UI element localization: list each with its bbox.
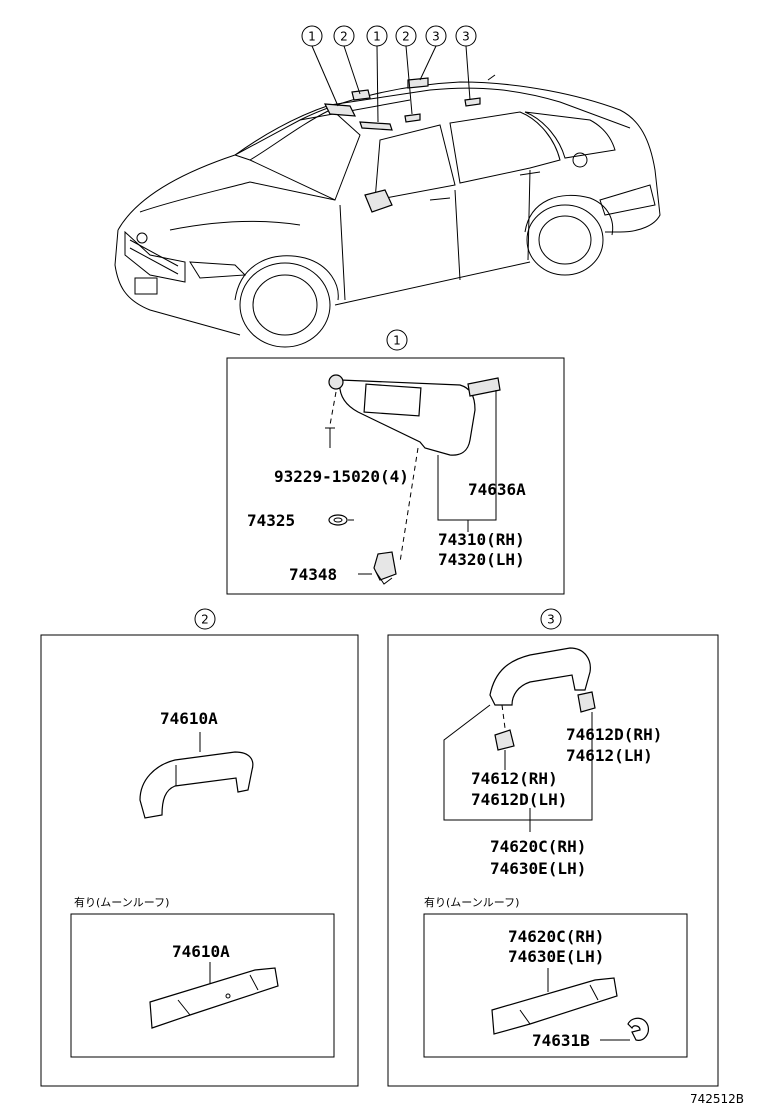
section-3-moonroof-note: 有り(ムーンルーフ) (424, 895, 519, 909)
grip-part-number: 74610A (160, 709, 218, 728)
section-1-callout: 1 (386, 329, 408, 351)
grip-moonroof-rh-part-number: 74620C(RH) (508, 927, 604, 946)
callout-3b-label: 3 (462, 30, 470, 44)
grip-rh-part-number: 74620C(RH) (490, 837, 586, 856)
svg-text:1: 1 (393, 334, 401, 348)
callout-3b[interactable]: 3 (455, 25, 477, 101)
callout-3a[interactable]: 3 (419, 25, 447, 81)
cover-a-lh-part-number: 74612(LH) (566, 746, 653, 765)
assist-grip-drawing (139, 732, 254, 819)
section-2-callout: 2 (194, 608, 216, 630)
section-3-moonroof-frame (423, 913, 688, 1058)
sun-visor-drawing (325, 374, 501, 585)
callout-1b[interactable]: 1 (366, 25, 388, 123)
car-illustration (114, 74, 661, 348)
section-3-frame (387, 634, 719, 1087)
assist-grip-moonroof-drawing-3 (491, 968, 649, 1041)
svg-text:3: 3 (547, 613, 555, 627)
section-1-frame (226, 357, 565, 595)
visor-lh-part-number: 74320(LH) (438, 550, 525, 569)
callout-3a-label: 3 (432, 30, 440, 44)
callout-2b-label: 2 (402, 30, 410, 44)
callout-1a[interactable]: 1 (301, 25, 339, 107)
grip-moonroof-lh-part-number: 74630E(LH) (508, 947, 604, 966)
visor-rh-part-number: 74310(RH) (438, 530, 525, 549)
svg-text:2: 2 (201, 613, 209, 627)
section-2-frame (40, 634, 359, 1087)
assist-grip-covers-drawing (443, 647, 596, 832)
cap-part-number: 74631B (532, 1031, 590, 1050)
grip-lh-part-number: 74630E(LH) (490, 859, 586, 878)
visor-holder-part-number: 74636A (468, 480, 526, 499)
callout-1a-label: 1 (308, 30, 316, 44)
callout-1b-label: 1 (373, 30, 381, 44)
callout-2a-label: 2 (340, 30, 348, 44)
callout-2a[interactable]: 2 (333, 25, 361, 95)
section-2-moonroof-frame (70, 913, 335, 1058)
cover-a-rh-part-number: 74612D(RH) (566, 725, 662, 744)
assist-grip-moonroof-drawing (149, 962, 279, 1029)
clip-part-number: 74348 (289, 565, 337, 584)
grip-moonroof-part-number: 74610A (172, 942, 230, 961)
section-2-moonroof-note: 有り(ムーンルーフ) (74, 895, 169, 909)
washer-part-number: 74325 (247, 511, 295, 530)
screw-part-number: 93229-15020(4) (274, 467, 409, 486)
figure-number: 742512B (690, 1092, 744, 1106)
cover-b-rh-part-number: 74612(RH) (471, 769, 558, 788)
cover-b-lh-part-number: 74612D(LH) (471, 790, 567, 809)
section-3-callout: 3 (540, 608, 562, 630)
callout-2b[interactable]: 2 (395, 25, 417, 115)
